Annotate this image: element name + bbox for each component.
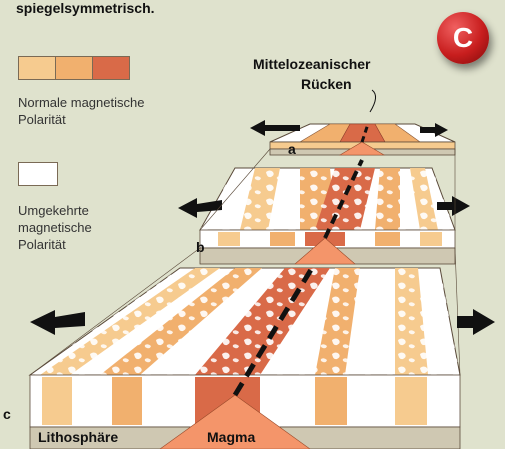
ridge-label-line2: Rücken (301, 76, 352, 92)
stage-c-label: c (3, 406, 11, 422)
ridge-label-line1: Mittelozeanischer (253, 56, 370, 72)
arrow-left-icon (30, 310, 85, 335)
ridge-pointer (370, 90, 376, 112)
stage-b-block (200, 160, 455, 264)
arrow-right-icon (457, 309, 495, 335)
stage-a-label: a (288, 141, 296, 157)
stage-b-label: b (196, 239, 205, 255)
lithosphere-label: Lithosphäre (38, 429, 118, 445)
stage-c-block (30, 268, 460, 449)
magma-label: Magma (207, 429, 255, 445)
